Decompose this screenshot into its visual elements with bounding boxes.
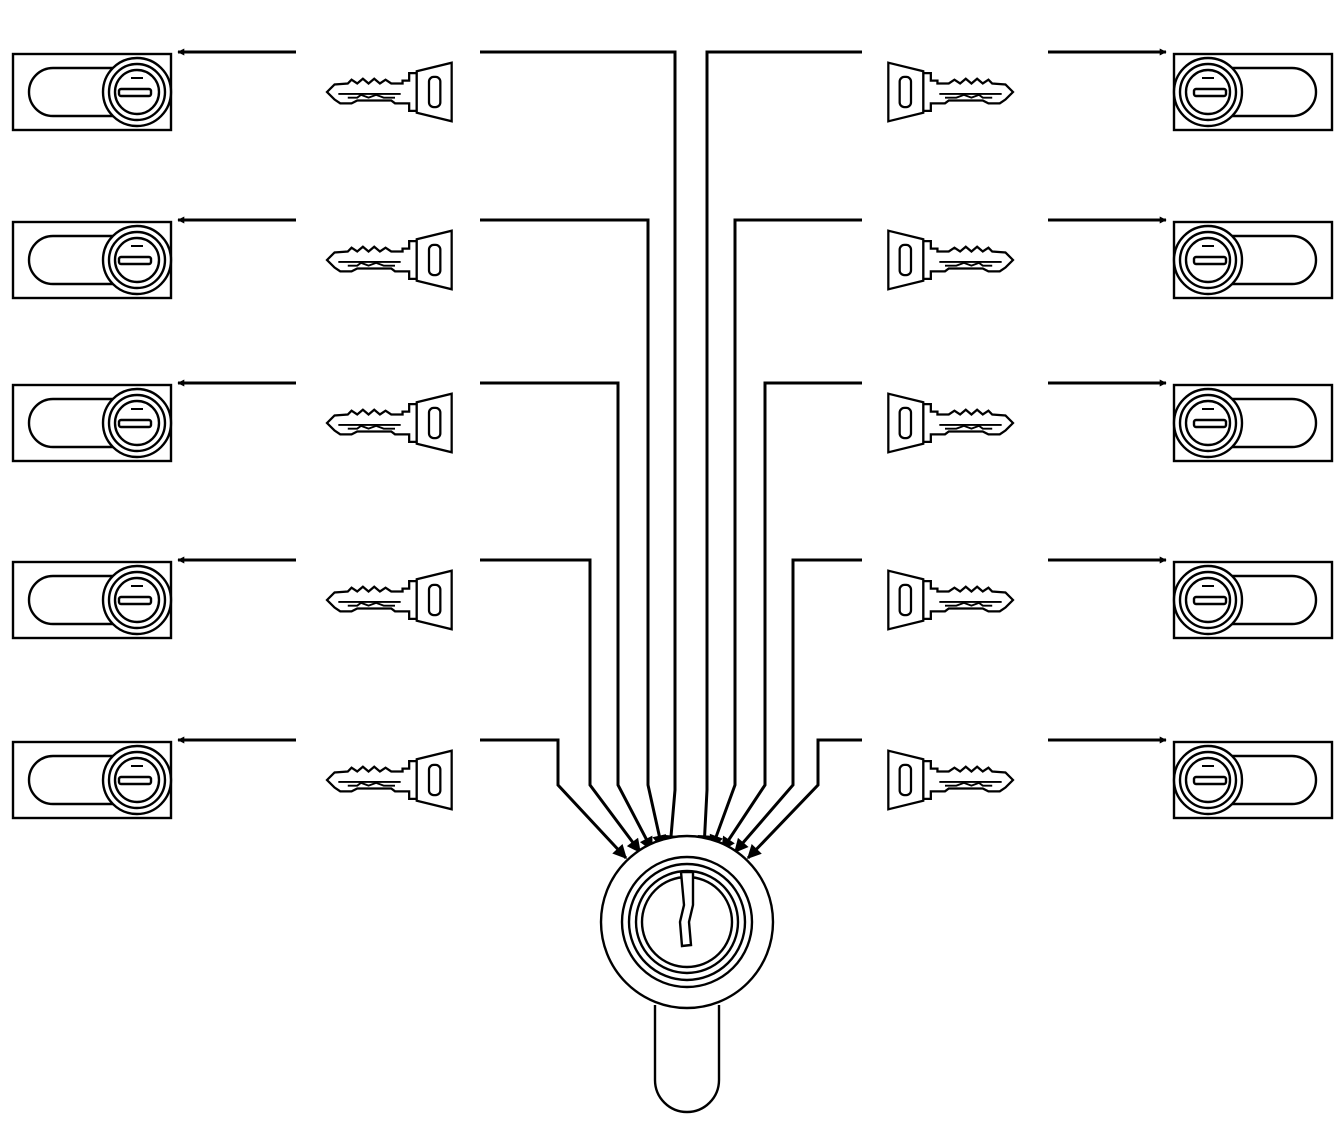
padlock-cylinder-icon: [1172, 220, 1334, 300]
master-cylinder-icon: [599, 834, 775, 1114]
padlock-cylinder-icon: [1172, 383, 1334, 463]
key-icon: [887, 749, 1015, 811]
key-icon: [325, 229, 453, 291]
master-connection-line: [480, 738, 628, 860]
key-icon: [325, 392, 453, 454]
keys-and-cylinders: [11, 48, 1334, 820]
key-icon: [887, 569, 1015, 631]
master-connection-line: [746, 738, 862, 860]
key-icon: [325, 569, 453, 631]
padlock-cylinder-icon: [11, 560, 173, 640]
padlock-cylinder-icon: [1172, 52, 1334, 132]
master-connection-line: [733, 558, 862, 854]
key-icon: [887, 392, 1015, 454]
master-connection-line: [480, 218, 667, 850]
key-icon: [325, 61, 453, 123]
padlock-cylinder-icon: [11, 52, 173, 132]
master-connection-line: [720, 381, 862, 852]
connection-lines: [480, 50, 862, 860]
padlock-cylinder-icon: [11, 220, 173, 300]
padlock-cylinder-icon: [1172, 740, 1334, 820]
key-icon: [887, 61, 1015, 123]
padlock-cylinder-icon: [1172, 560, 1334, 640]
master-connection-line: [480, 381, 654, 852]
key-icon: [887, 229, 1015, 291]
key-icon: [325, 749, 453, 811]
master-connection-line: [709, 218, 862, 850]
padlock-cylinder-icon: [11, 383, 173, 463]
master-connection-line: [480, 50, 679, 850]
master-connection-line: [480, 558, 642, 854]
master-connection-line: [697, 50, 862, 850]
padlock-cylinder-icon: [11, 740, 173, 820]
